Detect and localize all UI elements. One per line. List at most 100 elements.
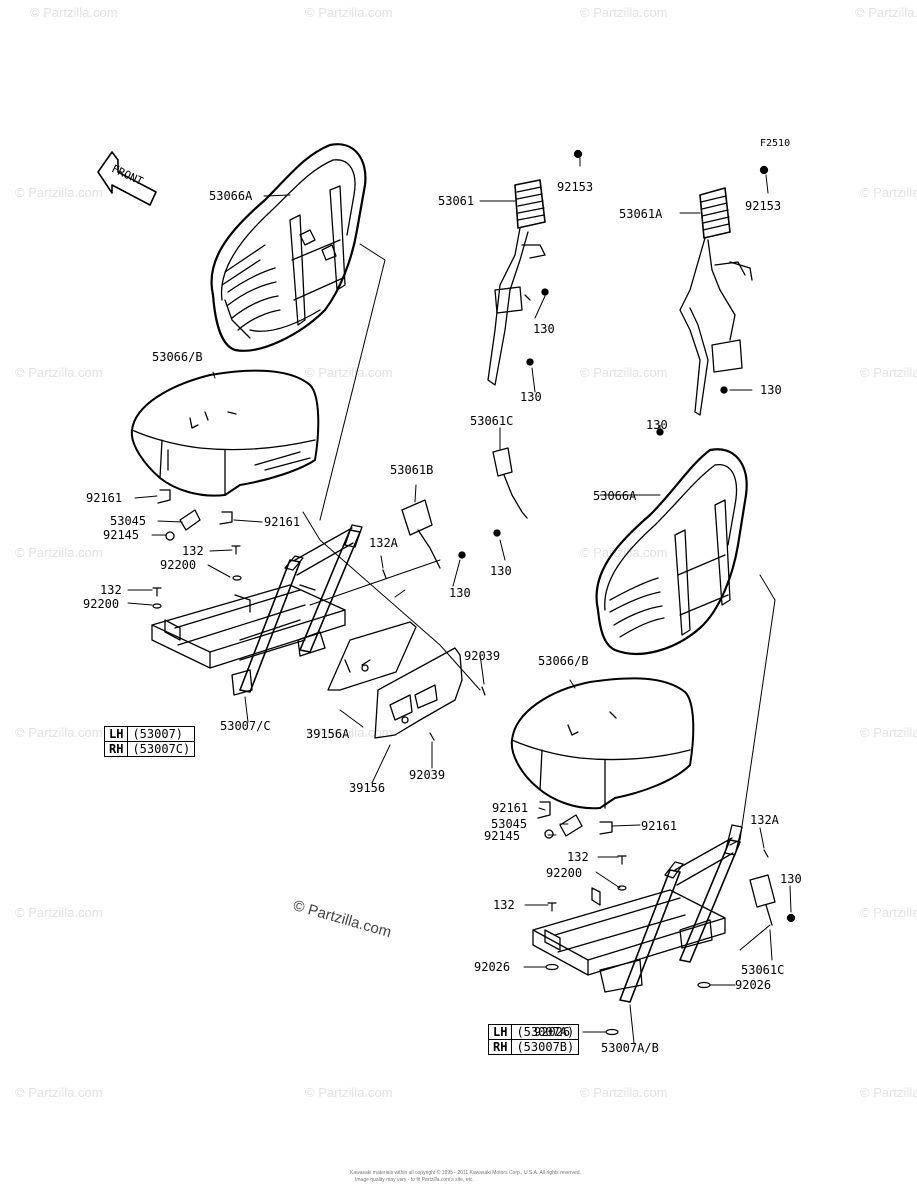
- part-label[interactable]: 92200: [160, 558, 197, 572]
- watermark: © Partzilla.com: [15, 185, 103, 200]
- part-label[interactable]: 53045: [110, 514, 147, 528]
- seat-back-left: [210, 143, 367, 352]
- watermark: © Partzilla.com: [860, 365, 917, 380]
- part-label[interactable]: 39156: [349, 781, 386, 795]
- legend-row: LH (53007): [103, 726, 196, 742]
- watermark: © Partzilla.com: [580, 1085, 668, 1100]
- part-label[interactable]: 53007A/B: [601, 1041, 659, 1055]
- legend-table-left: LH (53007) RH (53007C): [103, 726, 196, 757]
- leader-lines: [127, 157, 792, 1044]
- watermark: © Partzilla.com: [305, 5, 393, 20]
- legend-part[interactable]: (53007): [127, 726, 196, 742]
- part-label[interactable]: 53061C: [470, 414, 514, 428]
- part-label[interactable]: 92200: [83, 597, 120, 611]
- watermark: © Partzilla.com: [305, 725, 393, 740]
- seat-back-right: [595, 448, 748, 655]
- part-label[interactable]: 92153: [745, 199, 782, 213]
- part-label[interactable]: 92039: [409, 768, 446, 782]
- legend-part[interactable]: (53007A): [511, 1024, 580, 1040]
- legend-row: LH (53007A): [487, 1024, 580, 1040]
- watermark: © Partzilla.com: [15, 365, 103, 380]
- legend-part[interactable]: (53007B): [511, 1039, 580, 1055]
- legend-table-right: LH (53007A) RH (53007B): [487, 1024, 580, 1055]
- part-label[interactable]: 53061C: [741, 963, 785, 977]
- part-label[interactable]: 53066A: [593, 489, 637, 503]
- legend-side: LH: [103, 726, 129, 742]
- watermark: © Partzilla.com: [15, 725, 103, 740]
- part-label[interactable]: 92026: [735, 978, 772, 992]
- seatbelt-right: [656, 165, 769, 436]
- legend-row: RH (53007C): [103, 741, 196, 757]
- cover-panels-left: [327, 621, 463, 739]
- seat-frame-left: [151, 524, 363, 696]
- part-label[interactable]: 53066/B: [152, 350, 203, 364]
- part-label[interactable]: 92161: [86, 491, 123, 505]
- part-label[interactable]: 92161: [264, 515, 301, 529]
- part-label[interactable]: 53061B: [390, 463, 434, 477]
- legend-side: RH: [103, 741, 129, 757]
- part-label[interactable]: 132A: [369, 536, 398, 550]
- watermark: © Partzilla.com: [15, 905, 103, 920]
- seat-frame-right: [532, 824, 776, 1003]
- part-label[interactable]: 132: [567, 850, 589, 864]
- part-label[interactable]: 132: [493, 898, 515, 912]
- part-label[interactable]: 92026: [474, 960, 511, 974]
- part-label[interactable]: 53061: [438, 194, 475, 208]
- part-label[interactable]: 39156A: [306, 727, 350, 741]
- copyright-line: Kawasaki materials within all copyright …: [350, 1170, 581, 1176]
- seat-cushion-right: [510, 677, 695, 839]
- part-label[interactable]: 130: [449, 586, 471, 600]
- part-label[interactable]: 132: [100, 583, 122, 597]
- part-label[interactable]: 92145: [484, 829, 521, 843]
- part-label[interactable]: 53007/C: [220, 719, 271, 733]
- part-label[interactable]: 130: [490, 564, 512, 578]
- part-label[interactable]: 53066A: [209, 189, 253, 203]
- part-label[interactable]: 92039: [464, 649, 501, 663]
- part-label[interactable]: 53045: [491, 817, 528, 831]
- watermark: © Partzilla.com: [15, 545, 103, 560]
- watermark: © Partzilla.com: [580, 545, 668, 560]
- part-label[interactable]: 92161: [641, 819, 678, 833]
- part-label[interactable]: 130: [780, 872, 802, 886]
- part-label[interactable]: 92153: [557, 180, 594, 194]
- buckle-53061c: [492, 447, 528, 519]
- part-label[interactable]: 132: [182, 544, 204, 558]
- buckle-53061b: [401, 499, 441, 569]
- part-label[interactable]: 130: [533, 322, 555, 336]
- part-label[interactable]: 92200: [546, 866, 583, 880]
- watermark: © Partzilla.com: [860, 905, 917, 920]
- watermark: © Partzilla.com: [580, 365, 668, 380]
- legend-side: LH: [487, 1024, 513, 1040]
- watermark: © Partzilla.com: [860, 185, 917, 200]
- seatbelt-left: [487, 149, 583, 386]
- fasteners-right: [545, 849, 769, 1036]
- part-label[interactable]: 92145: [103, 528, 140, 542]
- watermark: © Partzilla.com: [305, 365, 393, 380]
- watermark: © Partzilla.com: [860, 725, 917, 740]
- seat-cushion-left: [130, 369, 320, 541]
- legend-part[interactable]: (53007C): [127, 741, 196, 757]
- watermark: © Partzilla.com: [15, 1085, 103, 1100]
- part-label[interactable]: 53061A: [619, 207, 663, 221]
- watermark: © Partzilla.com: [855, 5, 917, 20]
- front-arrow-icon: FRONT: [97, 151, 157, 206]
- legend-side: RH: [487, 1039, 513, 1055]
- part-label[interactable]: 130: [520, 390, 542, 404]
- part-label[interactable]: 53066/B: [538, 654, 589, 668]
- legend-row: RH (53007B): [487, 1039, 580, 1055]
- copyright-line: Image quality may vary - to fit Partzill…: [355, 1177, 474, 1183]
- fasteners-left: [152, 545, 486, 741]
- front-label: FRONT: [110, 162, 146, 188]
- belt-bolts: [458, 288, 796, 923]
- watermark: © Partzilla.com: [305, 1085, 393, 1100]
- figure-code: F2510: [760, 138, 791, 149]
- watermark: © Partzilla.com: [860, 1085, 917, 1100]
- watermark: © Partzilla.com: [580, 5, 668, 20]
- part-label[interactable]: 132A: [750, 813, 779, 827]
- part-label[interactable]: 130: [760, 383, 782, 397]
- part-label[interactable]: 130: [646, 418, 668, 432]
- watermark: © Partzilla.com: [30, 5, 118, 20]
- part-label[interactable]: 92161: [492, 801, 529, 815]
